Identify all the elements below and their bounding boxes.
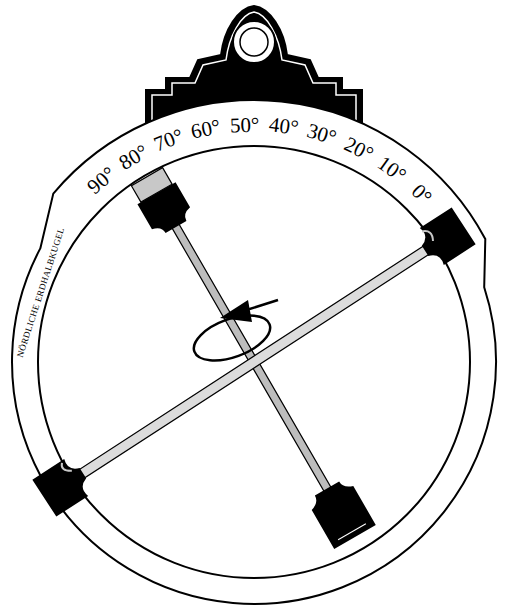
- arrow-head: [220, 300, 252, 322]
- scale-number: 20°: [340, 133, 376, 165]
- scale-number: 30°: [305, 121, 339, 150]
- scale-number: 60°: [190, 117, 223, 144]
- inner-circle: [38, 146, 470, 578]
- sight-vane: [306, 476, 376, 548]
- handle-diamond: [248, 89, 260, 101]
- long-rod-end-group: [32, 455, 95, 517]
- long-rod: [63, 236, 444, 488]
- mount-highlight: [60, 461, 72, 474]
- hemisphere-label: NÖRDLICHE ERDHALBKUGEL: [16, 227, 67, 359]
- scale-number: 50°: [230, 114, 260, 136]
- scale-number: 70°: [151, 126, 186, 156]
- handle-loop-inner: [240, 28, 268, 56]
- short-rod-group: [128, 166, 362, 527]
- ring-mount: [413, 207, 476, 269]
- long-rod-group: [54, 207, 475, 502]
- scale-number: 0°: [407, 180, 435, 208]
- short-rod-vane-group: [306, 476, 376, 548]
- scale-number: 90°: [84, 163, 120, 198]
- scale-number: 80°: [116, 141, 152, 174]
- handle-loop: [233, 21, 275, 63]
- scale-number: 40°: [268, 115, 300, 140]
- ring-mount: [32, 455, 95, 517]
- mount-highlight: [422, 228, 435, 243]
- sight-vane: [137, 182, 195, 238]
- scale-number: 10°: [374, 152, 410, 186]
- outer-ring: [12, 100, 496, 604]
- vane-highlight: [338, 524, 366, 540]
